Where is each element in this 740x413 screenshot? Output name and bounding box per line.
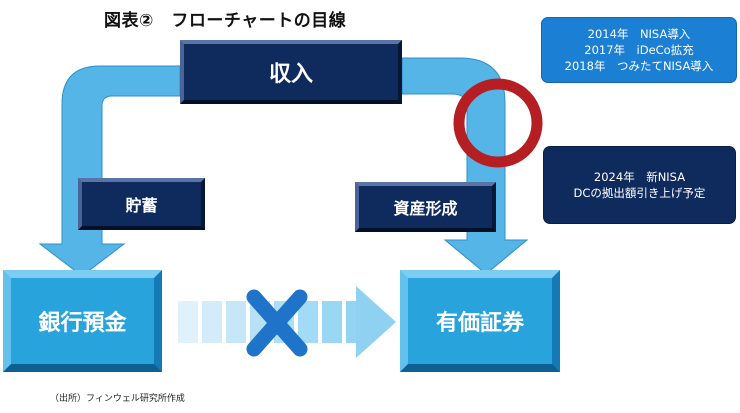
- asset-formation-box: 資産形成: [355, 182, 496, 232]
- highlight-ring: [453, 78, 543, 168]
- policy-line-2014: 2014年 NISA導入: [587, 27, 691, 41]
- cross-mark-icon: [246, 289, 308, 357]
- savings-label: 貯蓄: [125, 196, 158, 215]
- source-note: （出所）フィンウェル研究所作成: [50, 394, 185, 404]
- diagram-title: 図表② フローチャートの目線: [104, 11, 347, 31]
- bank-deposit-box: 銀行預金: [3, 270, 162, 372]
- savings-box: 貯蓄: [78, 178, 205, 230]
- plan-line-dc: DCの拠出額引き上げ予定: [573, 186, 706, 200]
- policy-line-2018: 2018年 つみたてNISA導入: [564, 59, 714, 73]
- plan-line-2024: 2024年 新NISA: [593, 170, 686, 184]
- income-label: 収入: [268, 62, 313, 87]
- bank-deposit-label: 銀行預金: [38, 311, 127, 336]
- policy-plan-box: 2024年 新NISA DCの拠出額引き上げ予定: [543, 146, 736, 224]
- securities-box: 有価証券: [400, 270, 560, 372]
- asset-formation-label: 資産形成: [393, 199, 458, 218]
- securities-label: 有価証券: [435, 311, 524, 336]
- policy-line-2017: 2017年 iDeCo拡充: [584, 43, 694, 57]
- policy-timeline-box: 2014年 NISA導入 2017年 iDeCo拡充 2018年 つみたてNIS…: [541, 17, 737, 83]
- income-box: 収入: [180, 40, 402, 104]
